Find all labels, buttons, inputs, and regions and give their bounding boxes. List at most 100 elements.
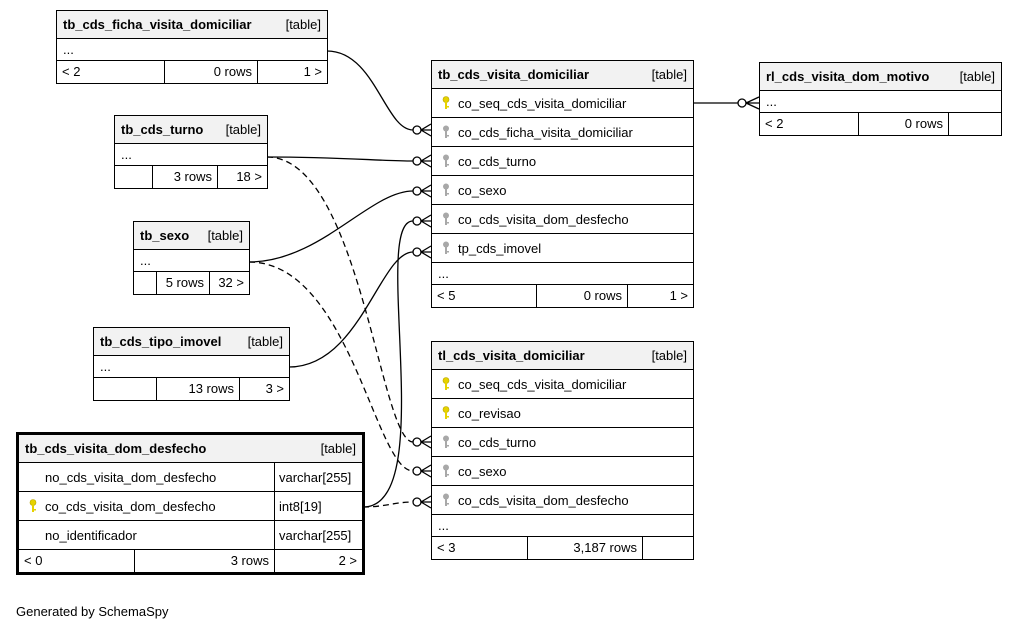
column-row[interactable]: co_sexo	[432, 457, 693, 486]
table-kind: [table]	[247, 334, 283, 349]
column-name: co_seq_cds_visita_domiciliar	[458, 377, 627, 392]
column-row[interactable]: co_cds_visita_dom_desfecho	[432, 205, 693, 234]
generated-by-label: Generated by SchemaSpy	[16, 604, 169, 619]
rel-tipo-imovel-visita	[288, 251, 414, 368]
column-name: co_cds_turno	[458, 435, 537, 450]
table-footer: < 0 3 rows 2 >	[19, 550, 362, 572]
table-name[interactable]: tb_sexo	[140, 228, 190, 243]
column-type: int8[19]	[274, 492, 362, 520]
column-row[interactable]: no_cds_visita_dom_desfecho varchar[255]	[19, 463, 362, 492]
table-ellipsis: ...	[432, 263, 693, 285]
column-name: co_sexo	[458, 464, 507, 479]
parents-count: < 3	[437, 540, 456, 555]
table-kind: [table]	[651, 348, 687, 363]
table-sexo[interactable]: tb_sexo [table] ... 5 rows 32 >	[133, 221, 250, 295]
column-row[interactable]: co_cds_visita_dom_desfecho	[432, 486, 693, 515]
column-row[interactable]: co_cds_ficha_visita_domiciliar	[432, 118, 693, 147]
rel-sexo-tl	[248, 261, 414, 472]
parents-count	[94, 378, 156, 400]
table-ellipsis: ...	[94, 356, 289, 378]
children-count: 1 >	[627, 285, 693, 307]
table-footer: < 5 0 rows 1 >	[432, 285, 693, 307]
table-name[interactable]: tl_cds_visita_domiciliar	[438, 348, 585, 363]
row-count: 3 rows	[134, 550, 274, 572]
table-header: tl_cds_visita_domiciliar [table]	[432, 342, 693, 370]
column-row[interactable]: co_cds_turno	[432, 428, 693, 457]
column-row[interactable]: co_revisao	[432, 399, 693, 428]
crowfoot-visita-motivo	[737, 96, 760, 110]
column-name: tp_cds_imovel	[458, 241, 542, 256]
column-name: co_revisao	[458, 406, 521, 421]
row-count: 0 rows	[164, 61, 257, 83]
children-count: 18 >	[217, 166, 267, 188]
column-row[interactable]: co_cds_turno	[432, 147, 693, 176]
table-visita-dom-desfecho[interactable]: tb_cds_visita_dom_desfecho [table] no_cd…	[16, 432, 365, 575]
column-row[interactable]: tp_cds_imovel	[432, 234, 693, 263]
table-name[interactable]: tb_cds_tipo_imovel	[100, 334, 222, 349]
column-name: co_cds_ficha_visita_domiciliar	[458, 125, 633, 140]
table-cds-turno[interactable]: tb_cds_turno [table] ... 3 rows 18 >	[114, 115, 268, 189]
table-name[interactable]: rl_cds_visita_dom_motivo	[766, 69, 930, 84]
table-footer: 3 rows 18 >	[115, 166, 267, 188]
table-kind: [table]	[651, 67, 687, 82]
table-name[interactable]: tb_cds_turno	[121, 122, 204, 137]
table-footer: 5 rows 32 >	[134, 272, 249, 294]
table-ficha-visita-domiciliar[interactable]: tb_cds_ficha_visita_domiciliar [table] .…	[56, 10, 328, 84]
column-row[interactable]: co_sexo	[432, 176, 693, 205]
table-header: tb_cds_ficha_visita_domiciliar [table]	[57, 11, 327, 39]
row-count: 5 rows	[156, 272, 209, 294]
column-row[interactable]: co_cds_visita_dom_desfecho int8[19]	[19, 492, 362, 521]
table-ellipsis: ...	[432, 515, 693, 537]
column-type: varchar[255]	[274, 521, 362, 549]
column-row[interactable]: no_identificador varchar[255]	[19, 521, 362, 550]
column-type: varchar[255]	[274, 463, 362, 491]
table-name[interactable]: tb_cds_visita_dom_desfecho	[25, 441, 207, 456]
table-cds-tipo-imovel[interactable]: tb_cds_tipo_imovel [table] ... 13 rows 3…	[93, 327, 290, 401]
rel-desfecho-visita	[362, 220, 414, 508]
table-visita-dom-motivo[interactable]: rl_cds_visita_dom_motivo [table] ... < 2…	[759, 62, 1002, 136]
crowfoot-desfecho-tl	[412, 495, 432, 509]
crowfoot-desfecho-visita	[412, 214, 432, 228]
table-tl-visita-domiciliar[interactable]: tl_cds_visita_domiciliar [table] co_seq_…	[431, 341, 694, 560]
children-count: 3 >	[239, 378, 289, 400]
rel-turno-visita	[266, 156, 414, 162]
children-count	[642, 537, 693, 559]
parents-count	[115, 166, 152, 188]
table-ellipsis: ...	[57, 39, 327, 61]
primary-key-icon	[442, 96, 450, 109]
column-name: co_cds_turno	[458, 154, 537, 169]
table-cds-visita-domiciliar[interactable]: tb_cds_visita_domiciliar [table] co_seq_…	[431, 60, 694, 308]
row-count: 0 rows	[536, 285, 627, 307]
parents-count: < 2	[62, 64, 81, 79]
foreign-key-icon	[443, 241, 449, 254]
table-name[interactable]: tb_cds_ficha_visita_domiciliar	[63, 17, 252, 32]
rel-desfecho-tl	[362, 501, 414, 508]
table-name[interactable]: tb_cds_visita_domiciliar	[438, 67, 590, 82]
column-name: co_cds_visita_dom_desfecho	[458, 212, 629, 227]
column-name: no_cds_visita_dom_desfecho	[45, 470, 217, 485]
children-count	[948, 113, 1001, 135]
children-count: 1 >	[257, 61, 327, 83]
foreign-key-icon	[443, 435, 449, 448]
table-ellipsis: ...	[134, 250, 249, 272]
table-ellipsis: ...	[115, 144, 267, 166]
children-count: 32 >	[209, 272, 249, 294]
table-footer: < 2 0 rows 1 >	[57, 61, 327, 83]
column-row[interactable]: co_seq_cds_visita_domiciliar	[432, 89, 693, 118]
foreign-key-icon	[443, 212, 449, 225]
table-header: tb_sexo [table]	[134, 222, 249, 250]
rel-turno-tl	[266, 156, 414, 443]
foreign-key-icon	[443, 154, 449, 167]
column-row[interactable]: co_seq_cds_visita_domiciliar	[432, 370, 693, 399]
foreign-key-icon	[443, 464, 449, 477]
table-kind: [table]	[320, 441, 356, 456]
table-footer: < 3 3,187 rows	[432, 537, 693, 559]
row-count: 0 rows	[858, 113, 948, 135]
crowfoot-ficha-visita	[412, 123, 432, 137]
crowfoot-turno-tl	[412, 435, 432, 449]
table-kind: [table]	[207, 228, 243, 243]
foreign-key-icon	[443, 183, 449, 196]
foreign-key-icon	[443, 493, 449, 506]
primary-key-icon	[29, 499, 37, 512]
column-name: co_cds_visita_dom_desfecho	[458, 493, 629, 508]
